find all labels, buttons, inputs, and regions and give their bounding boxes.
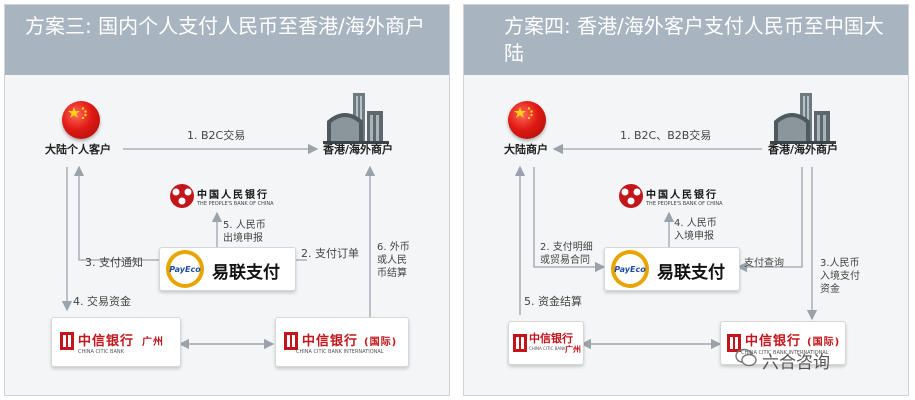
left-merchant-label: 香港/海外商户	[323, 143, 394, 156]
left-bank2-en: CHINA CITIC BANK INTERNATIONAL	[296, 349, 384, 355]
left-step1-label: 1. B2C交易	[187, 129, 246, 142]
left-step6-line1: 6. 外币	[377, 242, 410, 253]
right-step5-label: 5. 资金结算	[524, 295, 582, 308]
left-step5-line1: 5. 人民币	[223, 220, 266, 231]
left-step6-line2: 或人民	[377, 255, 407, 266]
left-bank2-suffix: (国际)	[364, 337, 398, 348]
payeco-logo-text: PayEco	[614, 254, 646, 284]
left-panel-title: 方案三: 国内个人支付人民币至香港/海外商户	[5, 5, 449, 75]
payeco-logo-icon: PayEco	[166, 250, 204, 288]
right-bank1-city: 广州	[565, 345, 581, 354]
left-payeco-box: PayEco 易联支付	[159, 247, 296, 291]
payeco-logo-text: PayEco	[169, 254, 201, 284]
right-arrows	[514, 143, 818, 350]
citic-logo-icon	[727, 334, 741, 352]
right-step4-line1: 4. 人民币	[674, 218, 717, 229]
left-step5-line2: 出境申报	[223, 233, 263, 244]
right-pboc-en: THE PEOPLE'S BANK OF CHINA	[646, 201, 723, 207]
right-payeco-box: PayEco 易联支付	[604, 247, 740, 291]
right-pboc-name: 中国人民银行	[646, 190, 718, 201]
china-flag-icon	[62, 101, 100, 139]
left-pboc-en: THE PEOPLE'S BANK OF CHINA	[197, 201, 274, 207]
right-step3-line2: 入境支付	[820, 271, 860, 282]
right-bank2-suffix: (国际)	[807, 337, 841, 348]
left-step6-line3: 币结算	[377, 268, 407, 279]
left-bank1-en: CHINA CITIC BANK	[78, 349, 124, 355]
left-bank1-box: 中信银行 广州 CHINA CITIC BANK	[51, 317, 181, 367]
right-panel-title: 方案四: 香港/海外客户支付人民币至中国大陆	[464, 5, 908, 75]
right-yilian-label: 易联支付	[657, 263, 725, 283]
citic-logo-icon	[513, 334, 527, 352]
wechat-icon	[735, 348, 757, 367]
right-customer-label: 大陆商户	[504, 143, 548, 156]
right-step3-line3: 资金	[820, 284, 840, 295]
left-pboc-name: 中国人民银行	[197, 190, 269, 201]
watermark: 六合咨询	[762, 353, 830, 373]
pboc-logo-icon	[170, 184, 194, 208]
building-icon	[770, 93, 836, 144]
right-bank1-en: CHINA CITIC BANK	[529, 346, 566, 351]
right-bank2-name: 中信银行	[745, 334, 802, 349]
left-bank2-name: 中信银行	[302, 334, 359, 349]
right-step2-line2: 或贸易合同	[540, 255, 590, 266]
citic-logo-icon	[284, 332, 298, 350]
left-panel: 方案三: 国内个人支付人民币至香港/海外商户 大陆个人客户	[4, 4, 450, 396]
right-bank1-box: 中信银行 广州 CHINA CITIC BANK	[508, 321, 584, 365]
right-step2-line1: 2. 支付明细	[540, 242, 593, 253]
building-icon	[323, 93, 389, 144]
left-yilian-label: 易联支付	[212, 263, 280, 283]
china-flag-icon	[508, 101, 546, 139]
right-bank2-en: CHINA CITIC BANK INTERNATIONAL	[741, 350, 829, 356]
left-bank1-name: 中信银行	[78, 334, 135, 349]
citic-logo-icon	[60, 332, 74, 350]
left-arrows	[61, 143, 376, 350]
right-step3-line1: 3.人民币	[820, 258, 860, 269]
payeco-logo-icon: PayEco	[611, 250, 649, 288]
right-bank2-box: 中信银行 (国际) CHINA CITIC BANK INTERNATIONAL	[720, 321, 846, 365]
left-step4-label: 4. 交易资金	[73, 295, 131, 308]
right-merchant-label: 香港/海外商户	[768, 143, 839, 156]
left-step3-label: 3. 支付通知	[85, 256, 143, 269]
right-step1-label: 1. B2C、B2B交易	[620, 129, 712, 142]
right-query-label: 支付查询	[744, 258, 784, 269]
left-step2-label: 2. 支付订单	[301, 247, 359, 260]
right-bank1-name: 中信银行	[529, 332, 573, 345]
right-step4-line2: 入境申报	[674, 231, 714, 242]
right-panel: 方案四: 香港/海外客户支付人民币至中国大陆 大陆商户	[463, 4, 909, 396]
left-customer-label: 大陆个人客户	[45, 143, 111, 156]
left-bank2-box: 中信银行 (国际) CHINA CITIC BANK INTERNATIONAL	[275, 317, 409, 367]
pboc-logo-icon	[619, 184, 643, 208]
left-bank1-city: 广州	[142, 337, 164, 348]
